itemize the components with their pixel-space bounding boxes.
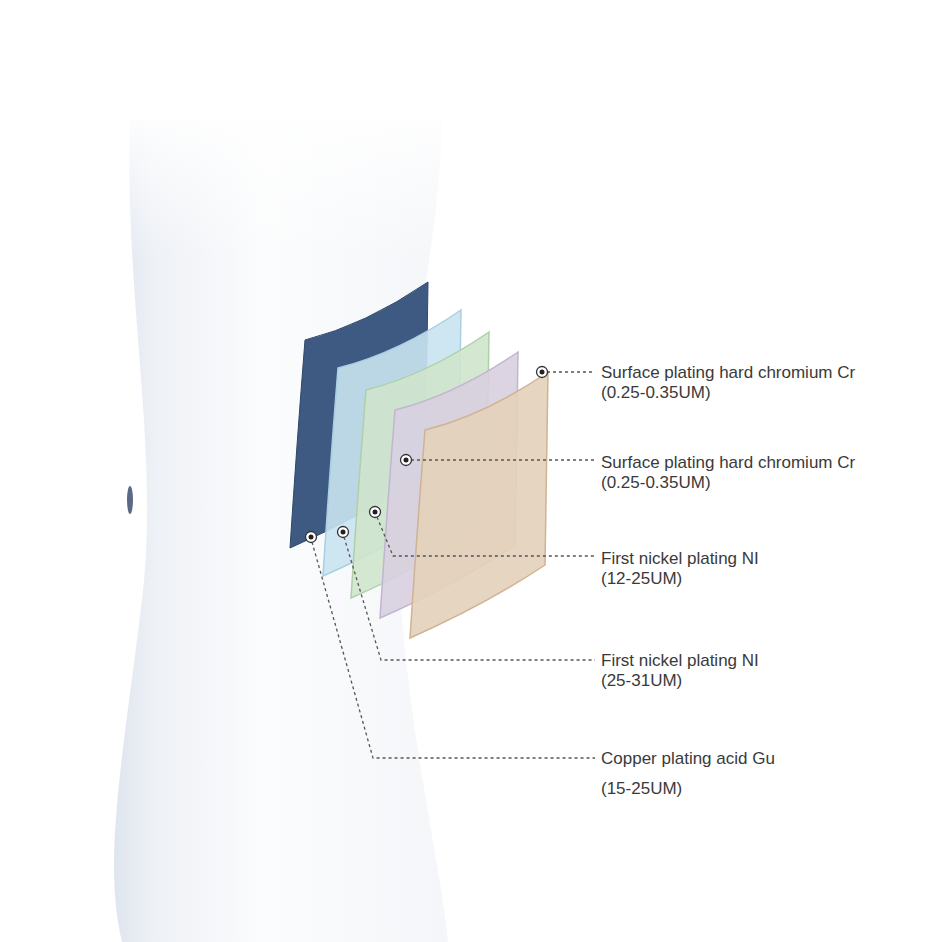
vase-fade — [100, 100, 460, 260]
leader-lines — [312, 372, 595, 758]
layer-thickness: (25-31UM) — [601, 671, 682, 691]
layer-name: Surface plating hard chromium Cr — [601, 363, 855, 383]
layer-name: First nickel plating NI — [601, 549, 759, 569]
layer-thickness: (0.25-0.35UM) — [601, 383, 711, 403]
layer-name: Copper plating acid Gu — [601, 749, 775, 769]
callout-dots — [306, 367, 548, 543]
layer-name: Surface plating hard chromium Cr — [601, 453, 855, 473]
layer-name: First nickel plating NI — [601, 651, 759, 671]
layer-thickness: (12-25UM) — [601, 569, 682, 589]
layer-thickness: (0.25-0.35UM) — [601, 473, 711, 493]
layer-thickness: (15-25UM) — [601, 779, 682, 799]
vase-mark — [127, 486, 133, 514]
